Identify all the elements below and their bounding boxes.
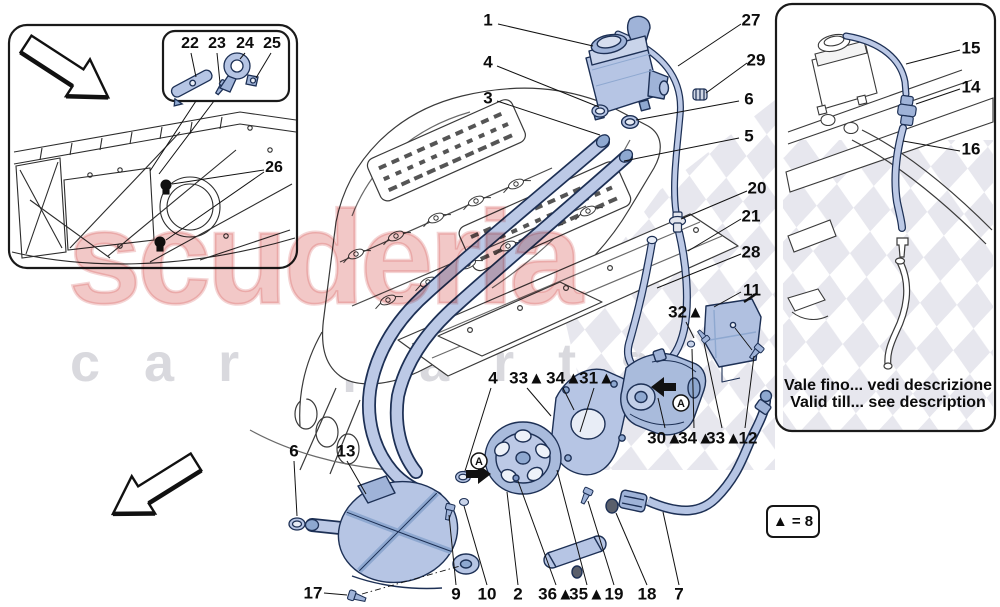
chassis-inset-box bbox=[7, 23, 299, 270]
callout-22: 22 bbox=[181, 35, 199, 52]
power-steering-hoses bbox=[304, 30, 708, 546]
callout-20: 20 bbox=[747, 178, 767, 198]
screw-17 bbox=[346, 589, 368, 605]
assembly-axis-line bbox=[361, 565, 461, 595]
callout-2: 2 bbox=[513, 584, 523, 604]
hose-connector-20 bbox=[668, 211, 687, 233]
callout-7: 7 bbox=[674, 584, 684, 604]
reference-a-marker-pump: A bbox=[651, 377, 690, 412]
callout-33-right: 33▲ bbox=[706, 428, 742, 448]
grommet-6 bbox=[620, 115, 640, 129]
callout-24: 24 bbox=[236, 35, 254, 52]
washer-10 bbox=[458, 497, 470, 507]
callout-leader-lines bbox=[165, 23, 961, 596]
callout-9: 9 bbox=[451, 584, 461, 604]
callout-4-top: 4 bbox=[483, 52, 493, 72]
callout-14: 14 bbox=[961, 77, 981, 97]
callout-6-top: 6 bbox=[744, 89, 754, 109]
variant-panel bbox=[774, 2, 997, 433]
view-direction-arrow-icon bbox=[18, 33, 111, 100]
steering-pump-assembly bbox=[484, 348, 773, 579]
grommet-26-parts bbox=[154, 179, 172, 252]
washer-32 bbox=[686, 340, 696, 348]
callout-34-left: 34▲ bbox=[546, 368, 582, 388]
reference-a-marker-pulley: A bbox=[466, 452, 491, 484]
callout-23: 23 bbox=[208, 35, 226, 52]
callout-10: 10 bbox=[477, 584, 497, 604]
heat-shield-11 bbox=[703, 293, 762, 383]
callout-13: 13 bbox=[336, 441, 356, 461]
svg-text:A: A bbox=[475, 456, 483, 468]
bracket-parts-22-25 bbox=[170, 52, 259, 107]
callout-11: 11 bbox=[743, 280, 761, 300]
fluid-reservoir bbox=[585, 15, 670, 121]
view-direction-arrow-sw-icon bbox=[110, 451, 203, 517]
callout-1: 1 bbox=[483, 10, 493, 30]
air-pump-13 bbox=[337, 475, 480, 590]
grommet-6-left bbox=[288, 517, 306, 531]
svg-text:A: A bbox=[677, 398, 685, 410]
callout-26: 26 bbox=[265, 159, 283, 176]
callout-29: 29 bbox=[746, 50, 766, 70]
callout-4-mid: 4 bbox=[488, 368, 498, 388]
callout-28: 28 bbox=[741, 242, 761, 262]
callout-16: 16 bbox=[961, 139, 981, 159]
callout-17: 17 bbox=[303, 583, 323, 603]
callout-30: 30▲ bbox=[647, 428, 683, 448]
callout-36: 36▲ bbox=[538, 584, 574, 604]
callout-5: 5 bbox=[744, 126, 754, 146]
chassis-line-art bbox=[11, 111, 297, 265]
panel-caption-english: Valid till... see description bbox=[790, 394, 986, 411]
callout-18: 18 bbox=[637, 584, 657, 604]
callout-3: 3 bbox=[483, 88, 493, 108]
callout-31: 31▲ bbox=[579, 368, 615, 388]
callout-34-right: 34▲ bbox=[678, 428, 714, 448]
screw-19 bbox=[578, 486, 594, 506]
callout-21: 21 bbox=[741, 206, 761, 226]
retaining-clip-29 bbox=[692, 88, 708, 101]
callout-25: 25 bbox=[263, 35, 281, 52]
callout-32: 32▲ bbox=[668, 302, 704, 322]
callout-6-left: 6 bbox=[289, 441, 299, 461]
callout-15: 15 bbox=[961, 38, 981, 58]
panel-caption-italian: Vale fino... vedi descrizione bbox=[783, 377, 993, 394]
callout-19: 19 bbox=[604, 584, 624, 604]
grommet-4 bbox=[591, 104, 609, 118]
callout-35: 35▲ bbox=[569, 584, 605, 604]
triangle-legend: ▲ = 8 bbox=[766, 505, 820, 538]
callout-12: 12 bbox=[738, 428, 758, 448]
callout-33-left: 33▲ bbox=[509, 368, 545, 388]
callout-27: 27 bbox=[741, 10, 761, 30]
